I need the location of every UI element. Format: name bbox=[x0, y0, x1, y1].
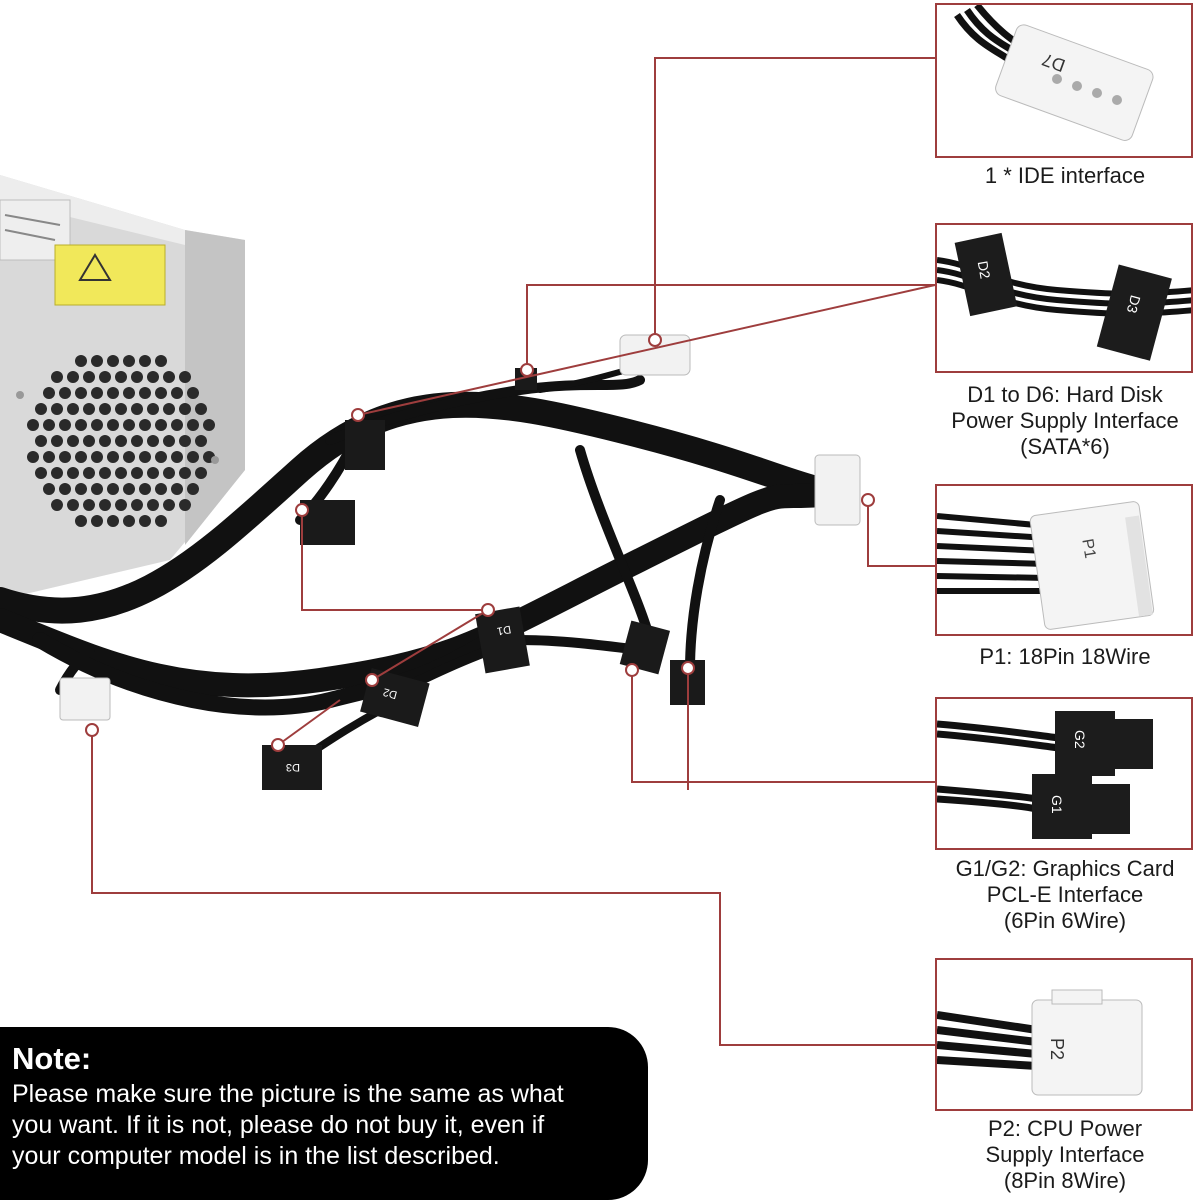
caption-gpu: G1/G2: Graphics Card PCL-E Interface (6P… bbox=[915, 856, 1197, 934]
note-line: you want. If it is not, please do not bu… bbox=[12, 1111, 545, 1139]
caption-ide: 1 * IDE interface bbox=[915, 163, 1197, 189]
callout-p2-panel: P2 bbox=[935, 958, 1193, 1111]
photo-label-d1: D1 bbox=[496, 623, 512, 637]
connector-label-d2: D2 bbox=[975, 260, 994, 281]
connector-label-p2: P2 bbox=[1047, 1038, 1067, 1060]
caption-sata: D1 to D6: Hard Disk Power Supply Interfa… bbox=[915, 382, 1197, 460]
caption-line: D1 to D6: Hard Disk bbox=[967, 382, 1163, 407]
note-line: your computer model is in the list descr… bbox=[12, 1142, 500, 1170]
molex-ide-connector-icon bbox=[995, 24, 1154, 141]
caption-line: G1/G2: Graphics Card bbox=[955, 856, 1175, 881]
connector-label-g2: G2 bbox=[1072, 730, 1088, 749]
power-supply-unit-icon bbox=[0, 175, 245, 600]
connector-label-p1: P1 bbox=[1078, 538, 1098, 560]
note-line: Please make sure the picture is the same… bbox=[12, 1080, 564, 1108]
callout-sata-panel: D2 D3 bbox=[935, 223, 1193, 373]
caption-line: Supply Interface bbox=[985, 1142, 1145, 1167]
cpu-8pin-connector-icon bbox=[59, 677, 111, 721]
note-body: Please make sure the picture is the same… bbox=[12, 1079, 636, 1172]
caption-line: (8Pin 8Wire) bbox=[1003, 1168, 1127, 1193]
callout-dots bbox=[85, 333, 875, 752]
connector-label-d3: D3 bbox=[1124, 293, 1144, 315]
caption-p1: P1: 18Pin 18Wire bbox=[915, 644, 1197, 670]
photo-label-d3: D3 bbox=[286, 761, 300, 773]
callout-lines bbox=[91, 57, 936, 1046]
callout-ide-panel: D7 bbox=[935, 3, 1193, 158]
caption-line: P2: CPU Power bbox=[987, 1116, 1143, 1141]
caption-line: P1: 18Pin 18Wire bbox=[979, 644, 1151, 669]
caption-line: 1 * IDE interface bbox=[984, 163, 1146, 188]
sata-connector-icon bbox=[937, 232, 1191, 361]
caption-line: (SATA*6) bbox=[1020, 434, 1110, 459]
connector-label-g1: G1 bbox=[1049, 795, 1065, 814]
caption-p2: P2: CPU Power Supply Interface (8Pin 8Wi… bbox=[915, 1116, 1197, 1194]
fan-grille bbox=[27, 355, 215, 527]
note-title: Note: bbox=[12, 1041, 92, 1076]
caption-line: Power Supply Interface bbox=[951, 408, 1179, 433]
cable-bundle-icon bbox=[0, 362, 833, 764]
atx-18pin-connector-icon bbox=[814, 454, 861, 526]
caption-line: PCL-E Interface bbox=[986, 882, 1144, 907]
callout-p1-panel: P1 bbox=[935, 484, 1193, 636]
atx-18pin-connector-icon bbox=[937, 501, 1155, 630]
caption-line: (6Pin 6Wire) bbox=[1003, 908, 1127, 933]
note-banner: Note: Please make sure the picture is th… bbox=[0, 1027, 648, 1200]
cpu-8pin-connector-icon bbox=[937, 989, 1143, 1096]
callout-gpu-panel: G2 G1 bbox=[935, 697, 1193, 850]
photo-label-d2: D2 bbox=[382, 685, 399, 700]
pcie-6pin-connector-icon bbox=[937, 711, 1153, 839]
